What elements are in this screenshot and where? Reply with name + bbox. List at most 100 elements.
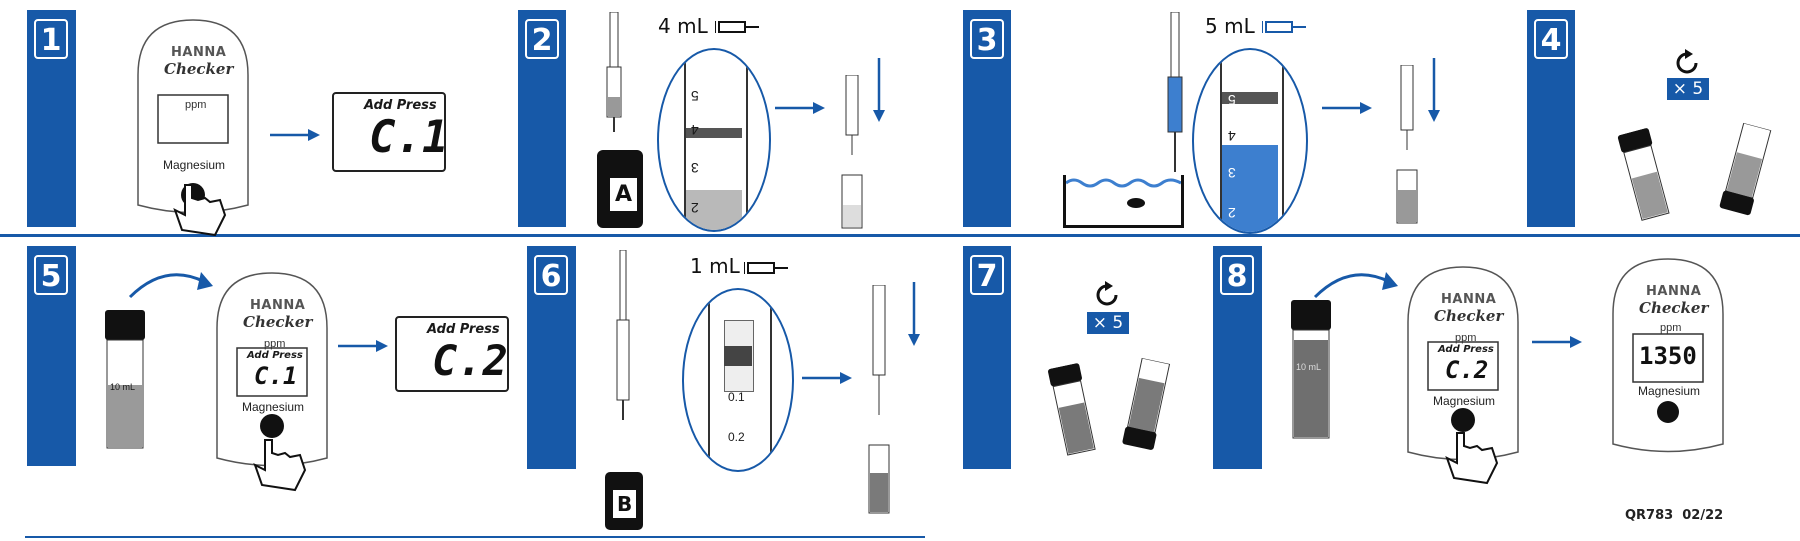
- bottle-label: B: [613, 490, 637, 518]
- rotate-icon: [1672, 48, 1702, 83]
- syringe-small-icon: [1261, 20, 1306, 39]
- arrow-right-icon: [775, 100, 825, 121]
- row-divider: [0, 234, 1800, 237]
- sample-vial: 10 mL: [1290, 300, 1332, 445]
- syringe-into-vial: [837, 74, 867, 235]
- zoom-lens: 5 4 3 2: [1192, 48, 1308, 234]
- display-c1: Add Press C.1: [332, 92, 449, 172]
- result-value: 1350: [1639, 342, 1697, 370]
- bottom-divider: [25, 536, 925, 538]
- step-3: 3 5 mL 5 4 3 2: [960, 0, 1460, 234]
- step-number: 7: [970, 255, 1004, 295]
- add-press-text: Add Press: [247, 350, 303, 361]
- step-7-bar: 7: [963, 246, 1011, 469]
- brand-logo: HANNA: [1441, 292, 1497, 307]
- syringe-small-icon: [743, 261, 788, 280]
- step-number: 4: [1534, 19, 1568, 59]
- unit-label: ppm: [185, 99, 207, 111]
- checker-meter: HANNA Checker ppm Magnesium: [118, 15, 268, 235]
- bottle-label: A: [610, 178, 638, 211]
- scale-5: 5: [1228, 92, 1236, 108]
- add-press-text: Add Press: [427, 322, 500, 337]
- step-7: 7 × 5: [960, 240, 1200, 536]
- arrow-right-icon: [1532, 334, 1582, 355]
- product-name: Checker: [164, 60, 234, 78]
- scale-3: 3: [1228, 165, 1236, 181]
- step-1: 1 HANNA Checker ppm Magnesium Add Press …: [0, 0, 490, 237]
- step-5: 5 10 mL HANNA Checker ppm Add Press C.1 …: [0, 240, 510, 536]
- syringe-icon: [604, 11, 624, 137]
- vial-label: 10 mL: [110, 382, 136, 392]
- step-1-bar: 1: [27, 10, 76, 227]
- brand-logo: HANNA: [171, 45, 227, 60]
- arrow-right-icon: [338, 338, 388, 359]
- arrow-right-icon: [1322, 100, 1372, 121]
- arrow-down-icon: [906, 282, 922, 351]
- parameter-label: Magnesium: [242, 400, 305, 414]
- curved-arrow-icon: [125, 262, 215, 307]
- parameter-label: Magnesium: [163, 158, 226, 172]
- unit-label: ppm: [264, 338, 286, 350]
- add-press-text: Add Press: [1438, 344, 1494, 355]
- scale-0-1: 0.1: [728, 390, 745, 404]
- parameter-label: Magnesium: [1638, 384, 1701, 398]
- unit-label: ppm: [1660, 322, 1682, 334]
- arrow-down-icon: [1426, 58, 1442, 127]
- step-8: 8 10 mL HANNA Checker ppm Add Press C.2 …: [1210, 240, 1800, 536]
- step-number: 8: [1220, 255, 1254, 295]
- vial-inverted-left: [1615, 127, 1674, 228]
- reagent-bottle: B: [605, 472, 643, 530]
- display-value: C.1: [369, 112, 449, 163]
- step-number: 5: [34, 255, 68, 295]
- step-number: 1: [34, 19, 68, 59]
- parameter-label: Magnesium: [1433, 394, 1496, 408]
- reagent-bottle: A: [597, 150, 643, 228]
- step-5-bar: 5: [27, 246, 76, 466]
- zoom-lens: 5 4 3 2: [657, 48, 771, 232]
- step-6: 6 B 1 mL 0.1 0.2: [522, 240, 942, 536]
- step-6-bar: 6: [527, 246, 576, 469]
- step-8-bar: 8: [1213, 246, 1262, 469]
- checker-meter: HANNA Checker ppm Add Press C.2 Magnesiu…: [1388, 262, 1538, 482]
- volume-label: 1 mL: [690, 254, 740, 278]
- step-2-bar: 2: [518, 10, 566, 227]
- scale-4: 4: [1228, 128, 1236, 144]
- product-name: Checker: [1639, 299, 1709, 317]
- rotate-icon: [1092, 280, 1122, 315]
- repeat-badge: × 5: [1667, 78, 1709, 100]
- pointing-hand-icon: [1442, 428, 1512, 493]
- display-c2: Add Press C.2: [395, 316, 509, 392]
- step-3-bar: 3: [963, 10, 1011, 227]
- syringe-icon: [613, 249, 633, 425]
- syringe-into-vial: [864, 284, 894, 520]
- step-4-bar: 4: [1527, 10, 1575, 227]
- brand-logo: HANNA: [250, 298, 306, 313]
- aquarium: [1063, 175, 1184, 228]
- zoom-lens: 0.1 0.2: [682, 288, 794, 472]
- syringe-into-vial: [1392, 64, 1422, 230]
- display-value: C.2: [1445, 356, 1489, 384]
- pointing-hand-icon: [170, 180, 240, 245]
- vial-label: 10 mL: [1296, 362, 1322, 372]
- step-number: 6: [534, 255, 568, 295]
- syringe-small-icon: [714, 20, 759, 39]
- vial-inverted-right: [1119, 357, 1174, 457]
- document-code: QR783 02/22: [1625, 508, 1724, 523]
- pointing-hand-icon: [250, 435, 320, 500]
- scale-4: 4: [691, 122, 699, 138]
- arrow-down-icon: [871, 58, 887, 127]
- step-number: 2: [525, 19, 559, 59]
- step-number: 3: [970, 19, 1004, 59]
- volume-label: 4 mL: [658, 14, 708, 38]
- repeat-badge: × 5: [1087, 312, 1129, 334]
- step-4: 4 × 5: [1527, 0, 1800, 234]
- scale-2: 2: [691, 200, 699, 216]
- product-name: Checker: [243, 313, 313, 331]
- checker-meter: HANNA Checker ppm Add Press C.1 Magnesiu…: [197, 268, 347, 488]
- arrow-right-icon: [270, 127, 320, 148]
- scale-2: 2: [1228, 205, 1236, 221]
- vial-inverted-left: [1046, 362, 1101, 462]
- checker-meter-result: HANNA Checker ppm 1350 Magnesium: [1593, 254, 1743, 474]
- display-value: C.1: [254, 362, 298, 390]
- add-press-text: Add Press: [364, 98, 437, 113]
